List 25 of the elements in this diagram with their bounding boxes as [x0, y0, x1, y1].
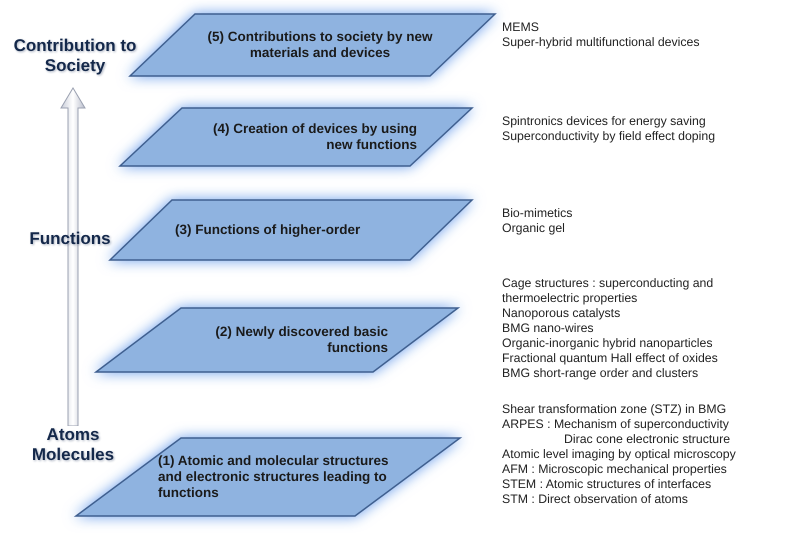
example-text: Nanoporous catalysts	[502, 306, 622, 321]
example-text: BMG short-range order and clusters	[502, 366, 700, 381]
example-text: Cage structures : superconducting and thermoelectric properties	[502, 276, 714, 306]
example-text: Fractional quantum Hall effect of oxides	[502, 351, 719, 366]
level-parallelogram: (2) Newly discovered basic functions	[96, 308, 458, 372]
example-text: Atomic level imaging by optical microscopy	[502, 447, 737, 462]
example-text: Dirac cone electronic structure	[563, 432, 732, 447]
example-text: Shear transformation zone (STZ) in BMG	[502, 402, 728, 417]
example-text: Superconductivity by field effect doping	[502, 129, 716, 144]
example-text: ARPES : Mechanism of superconductivity	[502, 417, 730, 432]
example-text: MEMS	[502, 20, 540, 35]
example-text: Bio-mimetics	[502, 206, 574, 221]
level-label: Functions	[28, 229, 112, 250]
example-text: STEM : Atomic structures of interfaces	[502, 477, 712, 492]
example-text: AFM : Microscopic mechanical properties	[502, 462, 728, 477]
example-text: Spintronics devices for energy saving	[502, 114, 707, 129]
level-parallelogram: (4) Creation of devices by using new functions	[120, 108, 472, 166]
level-label: Contribution to Society	[12, 36, 138, 77]
level-label: Atoms Molecules	[30, 425, 116, 466]
example-text: BMG nano-wires	[502, 321, 595, 336]
example-text: Organic-inorganic hybrid nanoparticles	[502, 336, 714, 351]
example-text: Super-hybrid multifunctional devices	[502, 35, 701, 50]
example-text: Organic gel	[502, 221, 566, 236]
level-parallelogram: (3) Functions of higher-order	[110, 200, 472, 260]
example-text: STM : Direct observation of atoms	[502, 492, 689, 507]
